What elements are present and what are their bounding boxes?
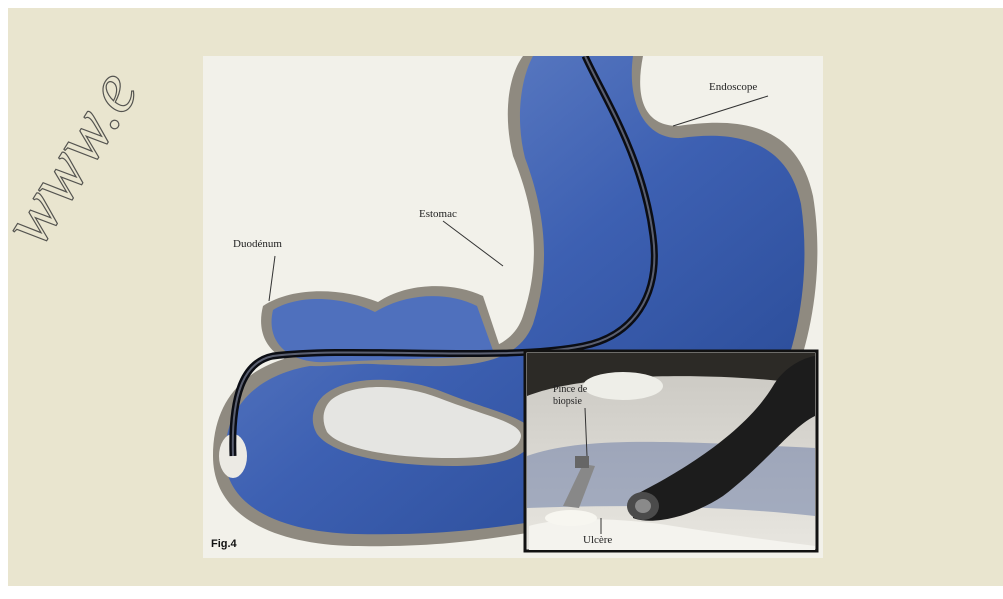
duodenum-leader	[269, 256, 275, 301]
inset-panel	[525, 351, 817, 551]
stomach-illustration	[203, 56, 823, 558]
label-ulcer: Ulcère	[583, 534, 612, 546]
label-duodenum: Duodénum	[233, 238, 282, 250]
stomach-leader	[443, 221, 503, 266]
endoscope-leader	[673, 96, 768, 126]
label-stomach: Estomac	[419, 208, 457, 220]
figure-number: Fig.4	[211, 538, 237, 550]
medical-figure: Endoscope Estomac Duodénum Pince de biop…	[203, 56, 823, 558]
label-endoscope: Endoscope	[709, 81, 757, 93]
label-clip-tool: Pince de biopsie	[553, 384, 613, 408]
